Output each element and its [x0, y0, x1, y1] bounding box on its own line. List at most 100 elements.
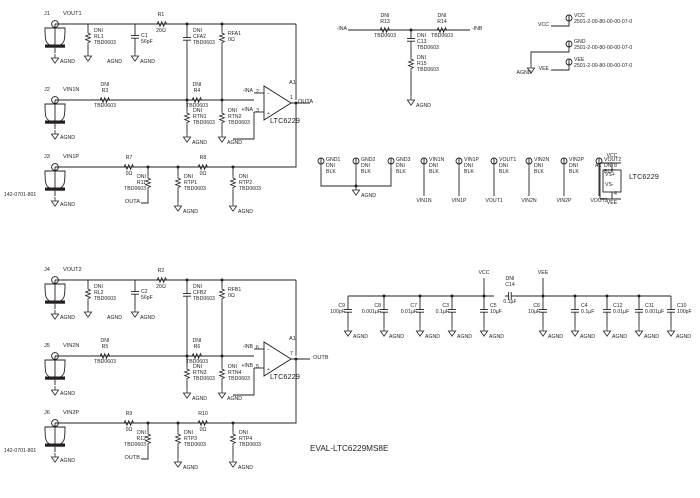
svg-text:+: + — [267, 367, 270, 373]
gnd-j5 — [51, 385, 59, 396]
r2-val: 20Ω — [156, 284, 166, 290]
capacitor-c11 — [634, 305, 644, 317]
resistor-rl2 — [85, 286, 91, 302]
rtp2-dni: DNI — [239, 174, 248, 180]
gnd-rtn4 — [217, 388, 227, 399]
c6-val: 10µF — [528, 309, 540, 315]
gnd-j6-label: AGND — [60, 458, 75, 464]
tp-vin1p-dni: DNI — [464, 163, 473, 169]
testpoint-vin2n — [525, 157, 533, 169]
rtp1-ref: RTP1 — [184, 180, 198, 186]
tp-vout1-val: BLK — [499, 169, 509, 175]
r7-ref: R7 — [125, 155, 133, 161]
c1-val: 56pF — [141, 39, 153, 45]
r1-ref: R1 — [157, 12, 165, 18]
c1-ref: C1 — [141, 33, 148, 39]
gnd-c3-label: AGND — [457, 334, 472, 340]
gnd-c9 — [343, 326, 353, 337]
resistor-rtn4 — [219, 366, 225, 382]
rl2-ref: RL2 — [94, 290, 104, 296]
resistor-rtp3 — [175, 431, 181, 447]
vee-net-tag: VEE — [538, 66, 549, 72]
gnd-rtn4-label: AGND — [227, 396, 242, 402]
r13-dni: DNI — [380, 13, 390, 19]
capacitor-c2 — [130, 287, 140, 299]
c5-val: 10µF — [490, 309, 502, 315]
gnd-c4-label: AGND — [580, 334, 595, 340]
svg-text:+: + — [267, 111, 270, 117]
rtn1-ref: RTN1 — [193, 114, 207, 120]
decoupling-group — [343, 278, 676, 337]
c13-ref: C13 — [417, 39, 427, 45]
connector-j5 — [44, 352, 66, 386]
rtn3-dni: DNI — [193, 364, 202, 370]
gnd-rl1 — [84, 51, 92, 62]
opamp-a-in-plus-label: +INA — [241, 107, 253, 113]
opamp-a-in-minus-label: -INA — [242, 88, 253, 94]
r14-val: TBD0603 — [431, 33, 453, 39]
gnd-c12-label: AGND — [612, 334, 627, 340]
r6-dni: DNI — [192, 338, 202, 344]
gnd-rl2-label: AGND — [107, 315, 122, 321]
tp-gnd3-val: BLK — [396, 169, 406, 175]
gnd-c6-label: AGND — [548, 334, 563, 340]
rtp4-val: TBD0603 — [239, 442, 261, 448]
r15-val: TBD0603 — [417, 67, 439, 73]
connector-j1-net: VOUT1 — [63, 11, 82, 17]
gnd-j4 — [51, 309, 59, 320]
tp-gnd1-dni: DNI — [326, 163, 335, 169]
tp-vin1n-dni: DNI — [429, 163, 438, 169]
r12-val: TBD0603 — [124, 442, 146, 448]
r13-ref: R13 — [380, 19, 390, 25]
r6-ref: R6 — [193, 344, 201, 350]
gnd-c11-label: AGND — [644, 334, 659, 340]
capacitor-cfa2 — [182, 33, 192, 45]
gnd-c9-label: AGND — [353, 334, 368, 340]
r6-val: TBD0603 — [186, 359, 208, 365]
gnd-rl2 — [84, 307, 92, 318]
r3-dni: DNI — [100, 82, 110, 88]
gnd-c7-label: AGND — [425, 334, 440, 340]
gnd-rtp4-label: AGND — [238, 465, 253, 471]
cfb2-dni: DNI — [193, 284, 202, 290]
gnd-j6 — [51, 452, 59, 463]
rtn4-val: TBD0603 — [228, 376, 250, 382]
tp-gnd3-ref: GND3 — [396, 157, 411, 163]
gnd-c1-label: AGND — [140, 59, 155, 65]
resistor-rtp2 — [230, 175, 236, 191]
c7-val: 0.01µF — [400, 309, 417, 315]
rtp3-ref: RTP3 — [184, 436, 198, 442]
opamp-a-ref: A1 — [289, 80, 296, 86]
r5-val: TBD0603 — [94, 359, 116, 365]
gnd-rtn1 — [182, 132, 192, 143]
tp-vin2n-ref: VIN2N — [534, 157, 550, 163]
rl1-ref: RL1 — [94, 34, 104, 40]
power-symbol-vs-plus: VS+ — [605, 172, 615, 178]
tp-gnd2-ref: GND2 — [361, 157, 376, 163]
r5-dni: DNI — [100, 338, 110, 344]
gnd-c12 — [603, 326, 611, 337]
cfb2-val: TBD0603 — [193, 296, 215, 302]
c12-ref: C12 — [613, 303, 623, 309]
rtp2-ref: RTP2 — [239, 180, 253, 186]
tp-vout2-dni: DNI — [604, 163, 613, 169]
power-symbol-ref: A1 — [595, 163, 602, 169]
vee-connector-net: VEE — [574, 57, 585, 63]
tp-vin2p-dni: DNI — [569, 163, 578, 169]
connector-j2-ref: J2 — [44, 87, 50, 93]
tp-vin1p-val: BLK — [464, 169, 474, 175]
r9-ref: R9 — [125, 411, 133, 417]
tp-vin1n-ref: VIN1N — [429, 157, 445, 163]
testpoint-vin1n — [420, 157, 428, 169]
r15-dni: DNI — [417, 55, 426, 61]
vcc-connector-pn: 2501-2-00-80-00-00-07-0 — [574, 19, 633, 25]
resistor-rfa1 — [219, 30, 225, 45]
rtn1-dni: DNI — [193, 108, 202, 114]
testpoint-gnd3 — [387, 157, 395, 169]
capacitor-c13 — [406, 34, 416, 46]
connector-j1 — [44, 20, 66, 54]
resistor-rfb1 — [219, 286, 225, 302]
resistor-r15 — [408, 56, 414, 71]
power-symbol-vee: VEE — [606, 200, 618, 206]
r4-dni: DNI — [192, 82, 202, 88]
